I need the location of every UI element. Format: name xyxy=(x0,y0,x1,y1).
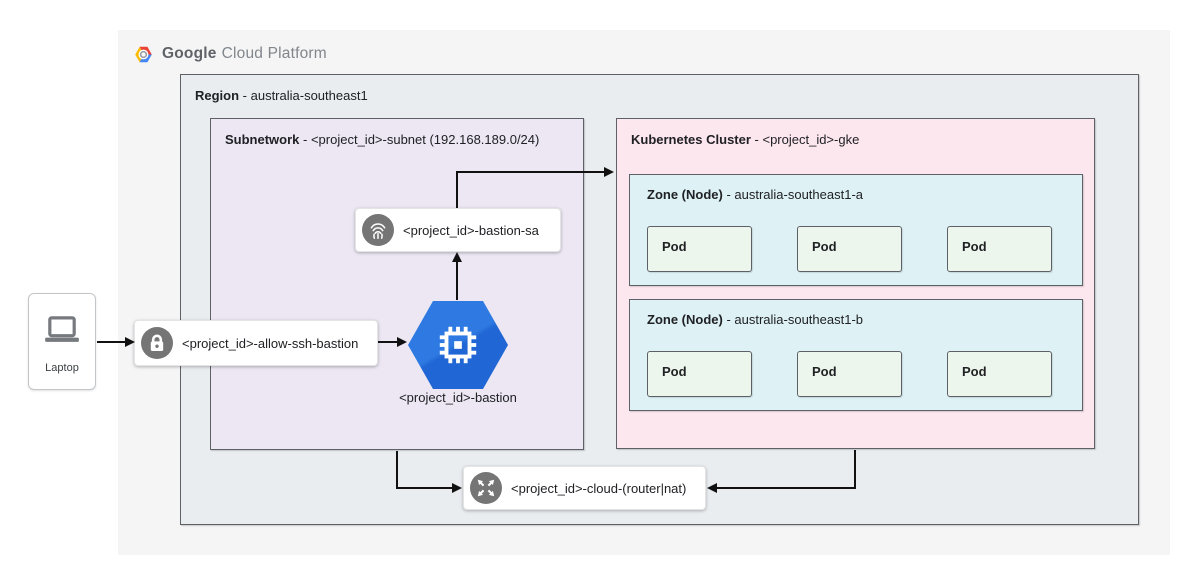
laptop-icon xyxy=(45,316,79,342)
region-label: Region - australia-southeast1 xyxy=(195,88,368,103)
pod-box: Pod xyxy=(647,226,752,272)
fingerprint-icon xyxy=(362,214,394,246)
laptop-label: Laptop xyxy=(45,362,79,374)
cloud-router-nat-label: <project_id>-cloud-(router|nat) xyxy=(511,480,687,496)
service-account-label: <project_id>-bastion-sa xyxy=(403,222,539,238)
pod-box: Pod xyxy=(947,226,1052,272)
gcp-logo-icon xyxy=(135,46,152,62)
service-account-node: <project_id>-bastion-sa xyxy=(355,208,561,252)
cloud-router-nat-node: <project_id>-cloud-(router|nat) xyxy=(463,466,706,510)
firewall-rule-label: <project_id>-allow-ssh-bastion xyxy=(182,335,359,351)
pod-box: Pod xyxy=(947,351,1052,397)
gcp-header: Google Cloud Platform xyxy=(133,42,327,66)
zone-b-box: Zone (Node) - australia-southeast1-b Pod… xyxy=(629,299,1083,411)
brand-google: Google xyxy=(162,45,217,62)
zone-b-label: Zone (Node) - australia-southeast1-b xyxy=(647,312,864,327)
zone-a-label: Zone (Node) - australia-southeast1-a xyxy=(647,187,864,202)
pod-box: Pod xyxy=(647,351,752,397)
pod-box: Pod xyxy=(797,226,902,272)
router-icon xyxy=(470,472,502,504)
compute-engine-icon xyxy=(439,326,477,364)
laptop-node: Laptop xyxy=(28,293,96,390)
pod-box: Pod xyxy=(797,351,902,397)
lock-icon xyxy=(141,327,173,359)
firewall-rule-node: <project_id>-allow-ssh-bastion xyxy=(134,320,378,366)
kubernetes-cluster-box: Kubernetes Cluster - <project_id>-gke Zo… xyxy=(616,118,1095,449)
bastion-label: <project_id>-bastion xyxy=(399,390,517,405)
brand-cloud-platform: Cloud Platform xyxy=(221,45,327,62)
zone-a-box: Zone (Node) - australia-southeast1-a Pod… xyxy=(629,174,1083,286)
subnetwork-label: Subnetwork - <project_id>-subnet (192.16… xyxy=(225,132,540,147)
cluster-label: Kubernetes Cluster - <project_id>-gke xyxy=(631,132,860,147)
